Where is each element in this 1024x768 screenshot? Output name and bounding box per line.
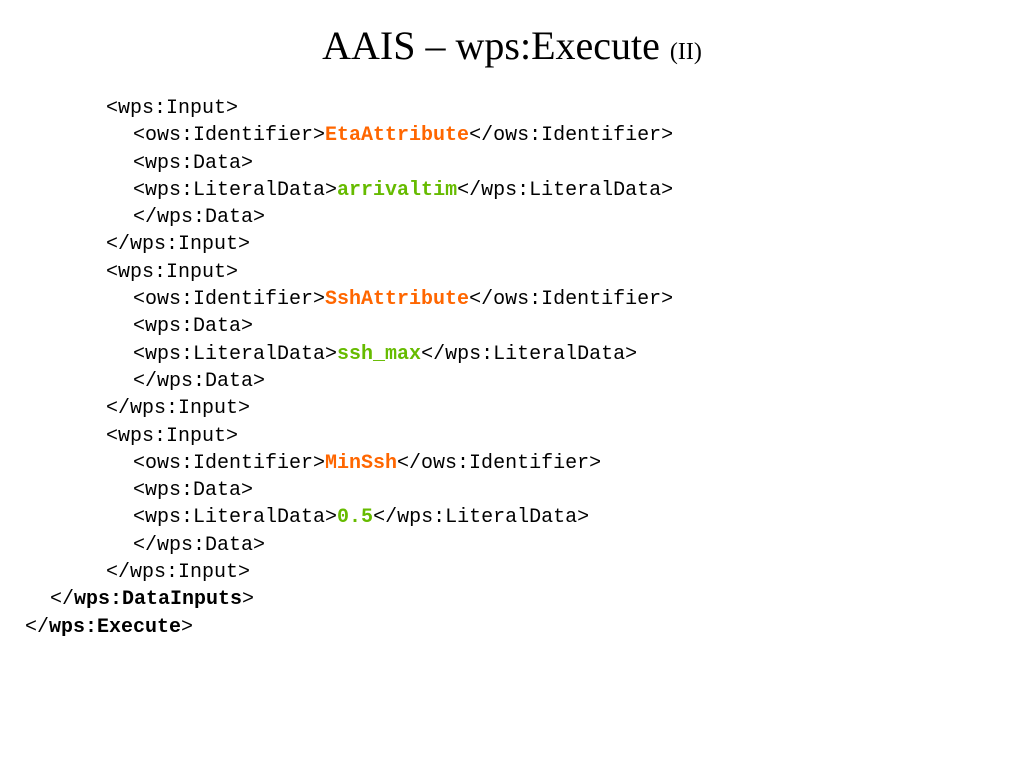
code-line-input-open: <wps:Input> [0,95,1024,122]
code-line-input-open: <wps:Input> [0,423,1024,450]
tag-literal-close: </wps:LiteralData> [457,178,674,202]
code-line-data-close: </wps:Data> [0,368,1024,395]
slide-title-main: AAIS – wps:Execute [322,23,660,68]
code-line-literal: <wps:LiteralData>ssh_max</wps:LiteralDat… [0,341,1024,368]
tag-data-open: <wps:Data> [133,479,254,503]
tag-identifier-close: </ows:Identifier> [469,124,674,148]
identifier-value: EtaAttribute [325,124,470,148]
code-line-input-close: </wps:Input> [0,231,1024,258]
code-line-datainputs-close: </wps:DataInputs> [0,586,1024,613]
tag-input-close: </wps:Input> [106,561,251,585]
identifier-value: MinSsh [325,451,398,475]
code-line-identifier: <ows:Identifier>EtaAttribute</ows:Identi… [0,122,1024,149]
tag-data-close: </wps:Data> [133,206,266,230]
tag-data-open: <wps:Data> [133,151,254,175]
code-line-data-open: <wps:Data> [0,477,1024,504]
code-line-data-close: </wps:Data> [0,532,1024,559]
tag-input-open: <wps:Input> [106,424,239,448]
tag-literal-close: </wps:LiteralData> [421,342,638,366]
tag-identifier-open: <ows:Identifier> [133,124,326,148]
tag-datainputs-close-name: wps:DataInputs [74,588,243,612]
tag-input-close: </wps:Input> [106,233,251,257]
tag-execute-close-lt: </ [25,615,50,639]
tag-identifier-close: </ows:Identifier> [397,451,602,475]
code-line-input-open: <wps:Input> [0,259,1024,286]
xml-code-block: <wps:Input> <ows:Identifier>EtaAttribute… [0,95,1024,641]
code-line-literal: <wps:LiteralData>arrivaltim</wps:Literal… [0,177,1024,204]
tag-input-open: <wps:Input> [106,97,239,120]
tag-identifier-open: <ows:Identifier> [133,288,326,312]
code-line-identifier: <ows:Identifier>SshAttribute</ows:Identi… [0,286,1024,313]
tag-data-close: </wps:Data> [133,533,266,557]
tag-identifier-open: <ows:Identifier> [133,451,326,475]
tag-literal-close: </wps:LiteralData> [373,506,590,530]
tag-execute-close-name: wps:Execute [49,615,182,639]
tag-data-open: <wps:Data> [133,315,254,339]
slide-title: AAIS – wps:Execute (II) [0,20,1024,78]
tag-datainputs-close-gt: > [242,588,255,612]
literal-value: 0.5 [337,506,374,530]
identifier-value: SshAttribute [325,288,470,312]
tag-input-close: </wps:Input> [106,397,251,421]
tag-literal-open: <wps:LiteralData> [133,506,338,530]
code-line-input-close: </wps:Input> [0,395,1024,422]
code-line-literal: <wps:LiteralData>0.5</wps:LiteralData> [0,504,1024,531]
slide-title-suffix: (II) [669,39,702,65]
tag-datainputs-close-lt: </ [50,588,75,612]
code-line-data-close: </wps:Data> [0,204,1024,231]
tag-literal-open: <wps:LiteralData> [133,178,338,202]
tag-literal-open: <wps:LiteralData> [133,342,338,366]
literal-value: arrivaltim [337,178,458,202]
tag-execute-close-gt: > [181,615,194,639]
code-line-execute-close: </wps:Execute> [0,614,1024,641]
tag-data-close: </wps:Data> [133,369,266,393]
code-line-data-open: <wps:Data> [0,150,1024,177]
tag-input-open: <wps:Input> [106,260,239,284]
code-line-data-open: <wps:Data> [0,313,1024,340]
tag-identifier-close: </ows:Identifier> [469,288,674,312]
code-line-input-close: </wps:Input> [0,559,1024,586]
literal-value: ssh_max [337,342,422,366]
code-line-identifier: <ows:Identifier>MinSsh</ows:Identifier> [0,450,1024,477]
